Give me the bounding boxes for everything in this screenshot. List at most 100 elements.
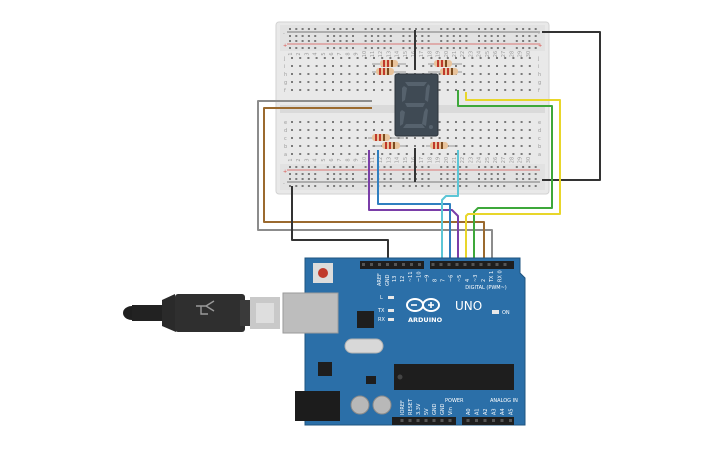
breadboard-column-label: 30 <box>526 51 532 57</box>
breadboard-row-label: f <box>284 88 286 94</box>
digital-pin-label: ~9 <box>424 275 430 282</box>
header-pin[interactable] <box>475 419 478 422</box>
power-pin-label: 3.3V <box>416 403 422 415</box>
wire-black-ground[interactable] <box>291 186 389 268</box>
digital-pin-label: 8 <box>433 279 439 282</box>
digital-pin-label: 7 <box>441 279 447 282</box>
breadboard-column-label: 24 <box>477 51 483 57</box>
header-pin[interactable] <box>394 263 397 266</box>
breadboard-column-label: 17 <box>419 157 425 163</box>
analog-header-label: ANALOG IN <box>490 398 518 404</box>
header-pin[interactable] <box>418 263 421 266</box>
header-pin[interactable] <box>424 419 428 422</box>
header-pin[interactable] <box>370 263 373 266</box>
header-pin[interactable] <box>362 263 365 266</box>
resistor[interactable] <box>428 68 462 75</box>
wire-yellow[interactable] <box>465 92 561 268</box>
header-pin[interactable] <box>455 263 459 266</box>
header-pin[interactable] <box>432 419 436 422</box>
header-pin[interactable] <box>440 419 444 422</box>
breadboard-row-label: e <box>284 120 287 126</box>
header-pin[interactable] <box>500 419 504 422</box>
header-pin[interactable] <box>410 263 413 266</box>
status-leds: L TX RX ON <box>377 295 510 323</box>
breadboard-row-label: f <box>538 88 540 94</box>
breadboard-column-label: 10 <box>362 51 368 57</box>
arduino-logo-icon <box>406 298 440 312</box>
digital-pin-label: 12 <box>400 276 406 282</box>
breadboard-row-label: b <box>284 144 287 150</box>
breadboard-column-label: 18 <box>427 51 433 57</box>
header-pin[interactable] <box>466 419 470 422</box>
header-pin[interactable] <box>378 263 381 266</box>
wire-purple[interactable] <box>368 150 459 268</box>
header-pin[interactable] <box>431 263 435 266</box>
breadboard-column-label: 11 <box>370 157 376 163</box>
power-pin-label: 5V <box>424 408 430 415</box>
breadboard-row-label: h <box>284 72 287 78</box>
power-pin-label: GND <box>432 403 438 415</box>
header-pin[interactable] <box>439 263 443 266</box>
resistor[interactable] <box>426 142 458 149</box>
wire-cyan[interactable] <box>441 150 459 268</box>
header-pin[interactable] <box>509 419 512 422</box>
wire-green[interactable] <box>457 90 553 268</box>
power-pin-label: Vin <box>448 407 454 415</box>
breadboard-row-label: c <box>284 136 287 142</box>
breadboard-column-label: 4 <box>313 52 319 55</box>
rail-minus-label-right: - <box>538 31 540 37</box>
breadboard-holes <box>289 28 537 187</box>
breadboard-column-label: 17 <box>419 51 425 57</box>
rail-plus-label-right: + <box>538 43 542 49</box>
header-pin[interactable] <box>448 419 452 422</box>
wire-blue[interactable] <box>377 150 451 268</box>
header-pin[interactable] <box>503 263 507 266</box>
seven-segment-display[interactable]: 8 <box>394 73 439 137</box>
header-pin[interactable] <box>483 419 487 422</box>
header-pin[interactable] <box>492 419 495 422</box>
header-pin[interactable] <box>408 419 412 422</box>
on-label: ON <box>502 310 510 316</box>
header-pin[interactable] <box>495 263 499 266</box>
resistor[interactable] <box>368 134 404 141</box>
resistor[interactable] <box>428 60 462 67</box>
header-pin[interactable] <box>416 419 420 422</box>
digital-pin-label: RX 0 <box>497 270 503 282</box>
resistor[interactable] <box>372 60 406 67</box>
usb-cable-icon[interactable] <box>123 294 280 332</box>
breadboard-column-label: 20 <box>444 51 450 57</box>
header-pin[interactable] <box>471 263 475 266</box>
breadboard-column-label: 3 <box>304 158 310 161</box>
gnd-label: GND <box>385 274 391 286</box>
resistor[interactable] <box>372 142 408 149</box>
breadboard-column-label: 27 <box>501 157 507 163</box>
header-pin[interactable] <box>487 263 491 266</box>
led-label-l: L <box>380 295 383 301</box>
header-pin[interactable] <box>402 263 405 266</box>
digital-pin-label: 2 <box>481 279 487 282</box>
wire-brown[interactable] <box>263 107 485 268</box>
header-pin[interactable] <box>479 263 483 266</box>
digital-pin-label: 4 <box>465 279 471 282</box>
analog-pin-label: A4 <box>500 408 506 415</box>
breadboard-column-label: 24 <box>477 157 483 163</box>
wire-black-rail-loop[interactable] <box>542 31 601 181</box>
power-pin-label: GND <box>440 403 446 415</box>
header-pin[interactable] <box>447 263 451 266</box>
wire-gray[interactable] <box>257 100 493 268</box>
breadboard-column-label: 3 <box>304 52 310 55</box>
breadboard-row-label: i <box>284 64 285 70</box>
breadboard-column-label: 5 <box>321 158 327 161</box>
reset-button-icon[interactable] <box>313 263 333 283</box>
header-pin[interactable] <box>400 419 404 422</box>
header-pin[interactable] <box>463 263 467 266</box>
resistor[interactable] <box>372 68 406 75</box>
breadboard-row-label: g <box>284 80 287 86</box>
breadboard-column-label: 29 <box>518 157 524 163</box>
analog-pin-label: A1 <box>475 408 481 415</box>
breadboard-column-label: 29 <box>518 51 524 57</box>
header-pin[interactable] <box>386 263 389 266</box>
